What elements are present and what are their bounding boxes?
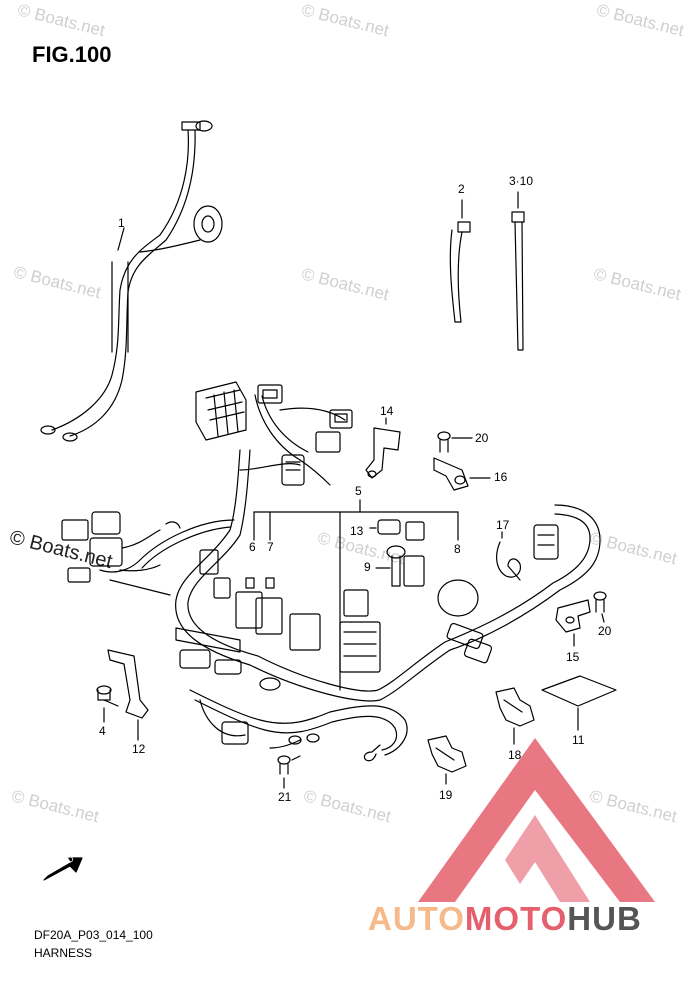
sleeve-13: [369, 519, 425, 541]
bolt-21: [277, 755, 301, 789]
fwd-arrow: [43, 857, 83, 881]
multi-connector: [195, 381, 247, 441]
callout-6: 6: [249, 540, 256, 554]
automotohub-logo: AUTOMOTOHUB: [368, 900, 642, 938]
sheet-11: [541, 675, 617, 731]
callout-20-upper: 20: [475, 431, 489, 445]
callout-12: 12: [132, 742, 146, 756]
clamp-16: [433, 457, 491, 491]
bolt-20-upper: [437, 431, 473, 453]
callout-16: 16: [494, 470, 508, 484]
cable-tie-3-10: [511, 191, 525, 351]
callout-21: 21: [278, 790, 292, 804]
callout-8: 8: [454, 542, 461, 556]
callout-18: 18: [508, 748, 522, 762]
logo-triangle: [418, 738, 655, 902]
bolt-20-lower: [593, 591, 607, 623]
connector-small: [257, 384, 559, 560]
callout-14: 14: [380, 404, 394, 418]
callout-20-lower: 20: [598, 624, 612, 638]
cable-tie-2: [449, 199, 471, 323]
left-connectors: [61, 511, 231, 599]
callout-17: 17: [496, 518, 510, 532]
bracket-15: [555, 599, 591, 647]
leader-1: [117, 227, 125, 251]
callout-4: 4: [99, 724, 106, 738]
logo-part-moto: MOTO: [464, 900, 568, 937]
battery-cable: [40, 120, 223, 442]
callout-15: 15: [566, 650, 580, 664]
bolt-4: [96, 685, 119, 723]
logo-part-auto: AUTO: [368, 900, 465, 937]
callout-13: 13: [350, 524, 364, 538]
clip-17: [496, 531, 521, 581]
callout-11: 11: [572, 733, 585, 747]
bracket-12: [107, 649, 149, 741]
harness-misc: [175, 627, 381, 762]
bracket-14: [365, 417, 401, 479]
callout-7: 7: [267, 540, 274, 554]
figure-title: FIG.100: [32, 42, 112, 67]
grommet-9: [375, 545, 406, 587]
clamp-18: [495, 687, 535, 745]
logo-part-hub: HUB: [567, 900, 642, 937]
figure-code: DF20A_P03_014_100: [34, 928, 153, 942]
figure-name: HARNESS: [34, 946, 93, 960]
callout-2: 2: [458, 182, 465, 196]
callout-5: 5: [355, 484, 362, 498]
main-harness: [99, 394, 601, 756]
callout-1: 1: [118, 216, 125, 230]
callout-19: 19: [439, 788, 453, 802]
callout-9: 9: [364, 560, 371, 574]
relay-block: [235, 555, 493, 673]
clamp-19: [427, 735, 467, 785]
callout-3-10: 3·10: [509, 174, 534, 188]
leader-5: [253, 499, 459, 691]
